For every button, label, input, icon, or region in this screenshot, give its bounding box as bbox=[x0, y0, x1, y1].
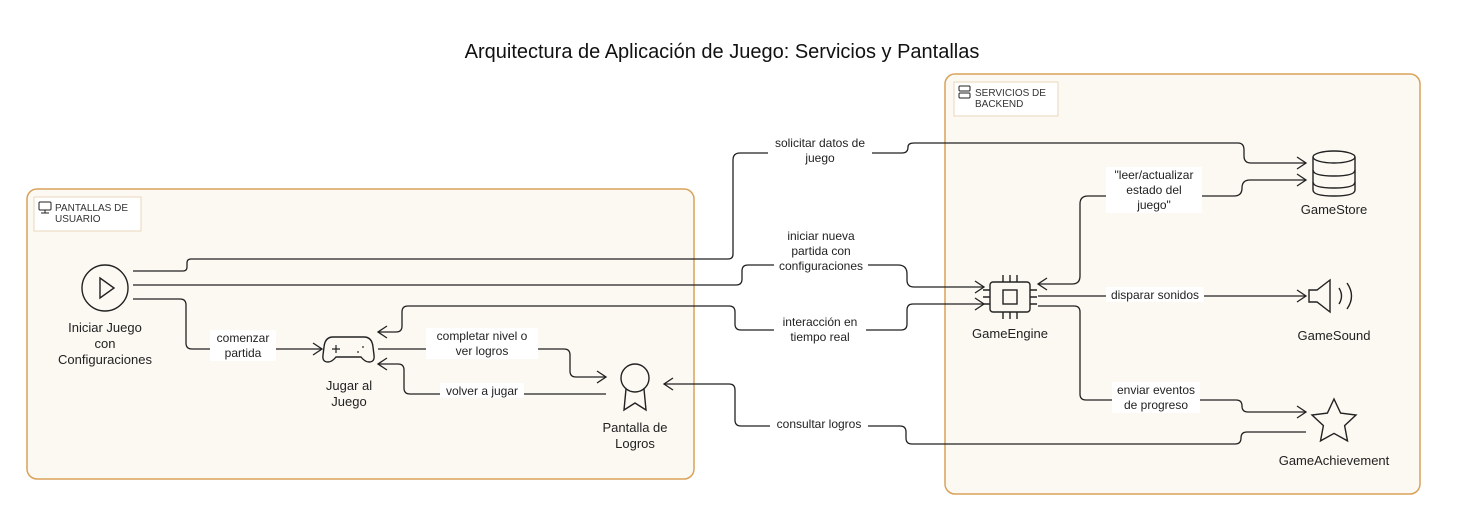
node-sound-label: GameSound bbox=[1298, 328, 1371, 343]
node-store-label: GameStore bbox=[1301, 202, 1367, 217]
play-icon bbox=[81, 264, 129, 312]
edge-label-read-update-1: "leer/actualizar bbox=[1115, 168, 1194, 182]
edge-read-update: "leer/actualizar estado del juego" bbox=[1036, 167, 1308, 291]
node-store: GameStore bbox=[1301, 150, 1367, 217]
group-backend-label-1: SERVICIOS DE bbox=[975, 88, 1046, 99]
node-start-label-1: Iniciar Juego bbox=[68, 320, 142, 335]
edge-realtime: interacción en tiempo real bbox=[376, 297, 986, 345]
diagram-title: Arquitectura de Aplicación de Juego: Ser… bbox=[465, 41, 980, 63]
node-achievement-label: GameAchievement bbox=[1279, 453, 1390, 468]
edge-send-progress: enviar eventos de progreso bbox=[1038, 305, 1308, 419]
star-icon bbox=[1310, 397, 1358, 443]
edge-label-realtime-1: interacción en bbox=[783, 315, 858, 329]
edge-label-read-update-2: estado del bbox=[1126, 183, 1181, 197]
edge-label-request-data-1: solicitar datos de bbox=[775, 136, 865, 150]
group-user-screens-label-1: PANTALLAS DE bbox=[55, 203, 128, 214]
node-achievements-screen-label-1: Pantalla de bbox=[602, 420, 667, 435]
group-backend-tag bbox=[953, 81, 1059, 117]
edge-label-start-new-1: iniciar nueva bbox=[787, 229, 855, 243]
edge-query-achievements: consultar logros bbox=[662, 377, 1306, 445]
edge-label-trigger-sounds: disparar sonidos bbox=[1111, 288, 1199, 302]
edge-label-complete-level-2: ver logros bbox=[456, 344, 509, 358]
edge-label-query-achievements: consultar logros bbox=[777, 417, 862, 431]
node-engine-label: GameEngine bbox=[972, 326, 1048, 341]
cpu-icon bbox=[983, 275, 1037, 319]
edge-begin-match: comenzar partida bbox=[133, 298, 324, 361]
group-user-screens: PANTALLAS DE USUARIO bbox=[26, 188, 695, 480]
node-play-label-2: Juego bbox=[331, 394, 366, 409]
edge-label-send-progress-2: de progreso bbox=[1124, 398, 1188, 412]
server-icon bbox=[958, 85, 971, 99]
node-achievements-screen-label-2: Logros bbox=[615, 436, 655, 451]
edge-complete-level: completar nivel o ver logros bbox=[378, 328, 608, 384]
edge-label-complete-level-1: completar nivel o bbox=[437, 329, 528, 343]
edge-label-play-again: volver a jugar bbox=[446, 384, 518, 398]
node-achievements-screen: Pantalla de Logros bbox=[602, 363, 668, 451]
group-user-screens-box bbox=[26, 188, 695, 480]
edge-start-new: iniciar nueva partida con configuracione… bbox=[133, 228, 986, 294]
edge-play-again: volver a jugar bbox=[376, 357, 606, 398]
edge-label-request-data-2: juego bbox=[804, 151, 835, 165]
node-engine: GameEngine bbox=[972, 275, 1048, 341]
node-start: Iniciar Juego con Configuraciones bbox=[58, 264, 152, 367]
edge-label-realtime-2: tiempo real bbox=[790, 330, 849, 344]
edge-label-start-new-3: configuraciones bbox=[779, 259, 863, 273]
node-sound: GameSound bbox=[1298, 278, 1371, 343]
edge-request-data: solicitar datos de juego bbox=[133, 135, 1308, 272]
group-backend-box bbox=[944, 73, 1421, 495]
edge-trigger-sounds: disparar sonidos bbox=[1038, 287, 1308, 303]
edge-label-begin-match-1: comenzar bbox=[217, 331, 270, 345]
group-user-screens-label-2: USUARIO bbox=[55, 214, 101, 225]
node-start-label-2: con bbox=[95, 336, 116, 351]
edge-label-read-update-3: juego" bbox=[1136, 198, 1171, 212]
gamepad-icon bbox=[322, 336, 375, 363]
monitor-icon bbox=[38, 201, 52, 214]
node-start-label-3: Configuraciones bbox=[58, 352, 152, 367]
group-backend-label-2: BACKEND bbox=[975, 99, 1023, 110]
node-play: Jugar al Juego bbox=[322, 336, 375, 409]
database-icon bbox=[1312, 150, 1356, 197]
node-achievement: GameAchievement bbox=[1279, 397, 1390, 468]
award-icon bbox=[620, 363, 650, 412]
node-play-label-1: Jugar al bbox=[326, 378, 372, 393]
edge-label-begin-match-2: partida bbox=[225, 346, 262, 360]
group-backend: SERVICIOS DE BACKEND bbox=[944, 73, 1421, 495]
edge-label-send-progress-1: enviar eventos bbox=[1117, 383, 1195, 397]
edge-label-start-new-2: partida con bbox=[791, 244, 850, 258]
group-user-screens-tag bbox=[33, 196, 142, 232]
speaker-icon bbox=[1308, 278, 1353, 314]
